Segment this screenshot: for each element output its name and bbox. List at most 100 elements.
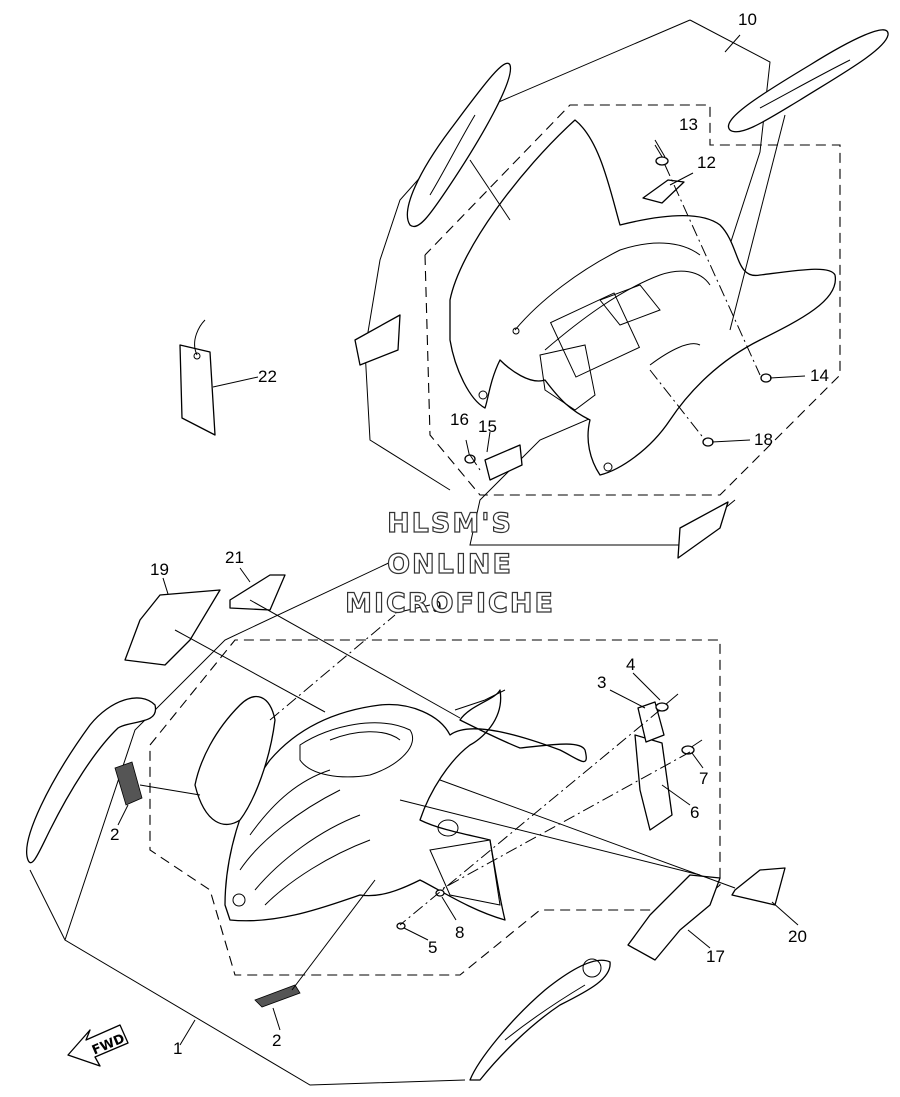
callout-12: 12 — [697, 153, 716, 172]
leader-18 — [687, 929, 711, 949]
mount-bracket — [539, 344, 596, 411]
fuel-tank-cover — [299, 722, 413, 778]
leader-10-left — [469, 159, 511, 221]
callout-8: 8 — [455, 923, 464, 942]
flap-decal-15 — [484, 444, 523, 481]
callout-14: 14 — [810, 366, 829, 385]
leader-20 — [771, 901, 799, 926]
assembly-line-8 — [439, 751, 691, 891]
leader-14 — [769, 375, 806, 379]
front-fender — [224, 689, 587, 922]
hang-tag-22 — [179, 319, 216, 436]
leader-7 — [691, 752, 704, 769]
decal-line-19 — [174, 629, 326, 713]
decal-script-3 — [504, 984, 586, 1041]
leader-1 — [179, 1019, 196, 1046]
bolt-7 — [681, 739, 703, 755]
callout-2-upper: 2 — [110, 825, 119, 844]
front-side-panel — [194, 695, 276, 825]
callout-6: 6 — [690, 803, 699, 822]
decal-script — [429, 114, 476, 196]
callout-10: 10 — [738, 10, 757, 29]
assembly-line-17 — [649, 369, 706, 441]
plate-6 — [634, 734, 673, 831]
leader-15 — [486, 431, 491, 453]
rivet-hole-1 — [478, 390, 488, 400]
leader-3 — [609, 689, 646, 709]
decal-18 — [627, 874, 721, 961]
callout-20: 20 — [788, 927, 807, 946]
upper-group-box — [424, 104, 841, 496]
callout-1: 1 — [173, 1039, 182, 1058]
fender-contour-3 — [239, 789, 341, 871]
bolt-4 — [655, 693, 679, 712]
fender-contour-4 — [254, 814, 361, 891]
leader-10 — [724, 34, 741, 53]
nut-5 — [396, 922, 406, 930]
item-1-frame-2 — [64, 559, 396, 941]
assembly-line-5 — [399, 709, 661, 926]
inner-guard — [429, 839, 501, 906]
decal-21 — [229, 574, 286, 611]
rear-grab-rail — [649, 343, 701, 366]
callout-18: 17 — [706, 947, 725, 966]
decal-line-18 — [399, 799, 701, 876]
storage-tray — [599, 284, 661, 326]
left-side-decal-lower — [26, 697, 157, 864]
decal-line-20 — [439, 779, 736, 889]
fender-contour-5 — [264, 839, 371, 906]
right-side-decal-lower — [469, 959, 611, 1081]
assembly-line-14 — [664, 164, 761, 376]
fender-contour-1 — [514, 242, 701, 331]
leader-6 — [661, 784, 691, 806]
fender-contour-2 — [544, 270, 711, 351]
callout-2-lower: 2 — [272, 1031, 281, 1050]
leader-22 — [212, 376, 259, 388]
decal-line-2 — [291, 879, 376, 991]
tank-inner — [329, 731, 401, 741]
decal-line-21 — [249, 599, 461, 719]
tuning-fork-emblem — [582, 958, 602, 978]
flap-decal-left — [354, 314, 401, 366]
item-1-frame — [29, 869, 466, 1086]
watermark-line-3: MICROFICHE — [345, 588, 555, 619]
flap-decal-right — [677, 501, 729, 559]
leader-2a — [117, 804, 129, 826]
bolt-13 — [654, 144, 669, 166]
decal-script-2 — [759, 59, 851, 109]
decal-line-2b — [139, 784, 201, 796]
leader-12 — [669, 172, 694, 186]
right-side-decal-upper — [727, 29, 889, 133]
reflector-2-upper — [114, 761, 143, 806]
callout-9: 9 — [432, 597, 441, 616]
leader-19 — [162, 577, 169, 595]
assembly-line-16 — [469, 454, 481, 471]
leader-9 — [394, 604, 431, 614]
callout-3: 3 — [597, 673, 606, 692]
callout-19: 19 — [150, 560, 169, 579]
headlight-hole — [232, 893, 246, 907]
leader-21 — [239, 567, 251, 583]
left-side-decal-upper — [406, 62, 512, 228]
callout-5: 5 — [428, 938, 437, 957]
callout-13: 13 — [679, 115, 698, 134]
watermark-line-1: HLSM'S — [387, 508, 513, 539]
rivet-hole-2 — [603, 462, 613, 472]
leader-5 — [403, 927, 429, 941]
rear-fender — [449, 119, 836, 476]
fwd-arrow: FWD — [67, 1024, 129, 1067]
callout-16: 16 — [450, 410, 469, 429]
leader-17 — [711, 439, 751, 443]
nut-8 — [435, 889, 445, 897]
reflector-2-lower — [254, 984, 301, 1008]
filler-cap-recess — [437, 819, 459, 837]
lower-group-box — [149, 639, 721, 976]
leader-8 — [441, 896, 457, 921]
decal-19 — [124, 589, 221, 666]
callout-22: 22 — [258, 367, 277, 386]
callout-7: 7 — [699, 769, 708, 788]
plate-12 — [642, 179, 685, 204]
rivet-hole-3 — [512, 327, 520, 335]
